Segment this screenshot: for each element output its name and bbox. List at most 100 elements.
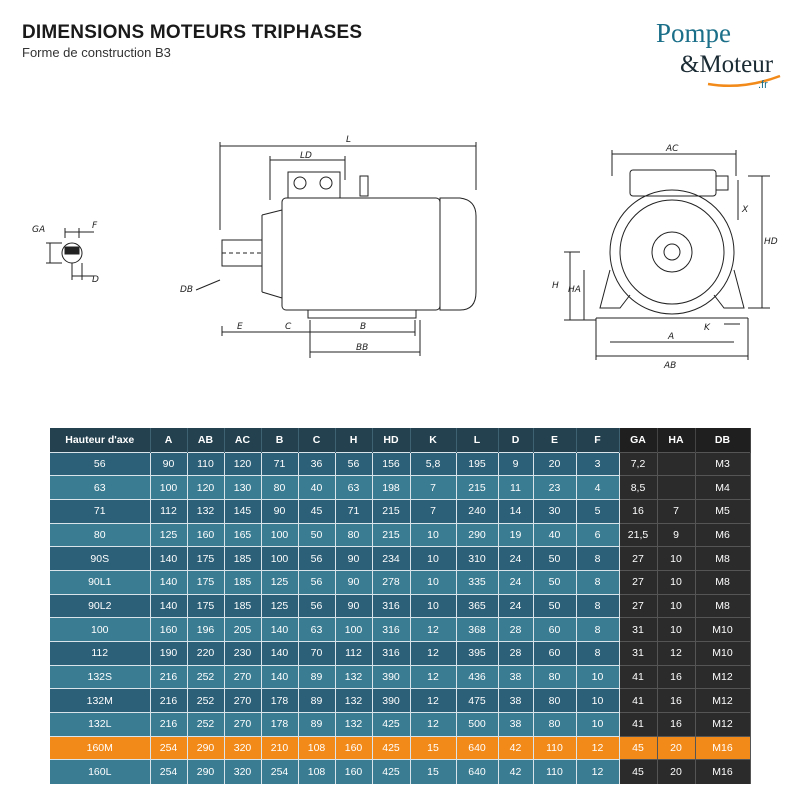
table-cell: 90: [261, 498, 299, 524]
column-header: B: [261, 428, 299, 452]
axis-height-cell: 160M: [50, 735, 151, 760]
axis-height-cell: 132M: [50, 688, 151, 713]
table-cell: 28: [498, 617, 534, 642]
table-cell: 140: [150, 546, 188, 571]
motor-technical-drawing: GA F D L LD DB E C B BB AC X HD H HA A K…: [0, 120, 800, 410]
table-cell: 12: [576, 735, 620, 760]
table-cell: 20: [657, 735, 696, 760]
label-c: C: [285, 322, 292, 332]
table-cell: M4: [695, 475, 751, 500]
table-cell: 41: [619, 712, 658, 737]
table-cell: 10: [576, 712, 620, 737]
table-cell: 130: [224, 475, 262, 500]
table-cell: 7: [410, 475, 457, 500]
table-cell: 8: [576, 617, 620, 642]
table-cell: 12: [410, 712, 457, 737]
table-cell: 252: [187, 664, 225, 689]
drawing-svg: GA F D L LD DB E C B BB AC X HD H HA A K…: [32, 135, 778, 371]
table-cell: 215: [456, 475, 499, 500]
table-cell: 198: [372, 475, 411, 500]
table-cell: 132: [187, 498, 225, 524]
label-b: B: [360, 322, 366, 332]
table-cell: 80: [261, 475, 299, 500]
axis-height-cell: 90L2: [50, 593, 151, 618]
table-cell: 80: [533, 688, 577, 713]
table-cell: 215: [372, 498, 411, 524]
logo-suffix: .fr: [758, 79, 768, 91]
axis-height-cell: 90L1: [50, 569, 151, 595]
table-cell: 7: [657, 498, 696, 524]
table-cell: 185: [224, 569, 262, 595]
column-header: L: [456, 428, 499, 452]
table-cell: 112: [150, 498, 188, 524]
table-cell: 640: [456, 735, 499, 760]
label-ab: AB: [663, 361, 676, 371]
table-cell: M10: [695, 641, 751, 666]
table-cell: 320: [224, 759, 262, 784]
table-cell: 20: [657, 759, 696, 784]
table-cell: 9: [657, 522, 696, 547]
table-cell: 216: [150, 712, 188, 737]
column-header: K: [410, 428, 457, 452]
table-cell: 140: [261, 617, 299, 642]
table-cell: 45: [298, 498, 336, 524]
table-cell: 215: [372, 522, 411, 547]
table-cell: 7,2: [619, 451, 658, 476]
table-cell: 120: [187, 475, 225, 500]
table-cell: 19: [498, 522, 534, 547]
table-cell: 8: [576, 546, 620, 571]
table-cell: 290: [187, 735, 225, 760]
table-cell: 178: [261, 688, 299, 713]
table-cell: 4: [576, 475, 620, 500]
table-cell: 63: [298, 617, 336, 642]
column-header: AC: [224, 428, 262, 452]
column-header: A: [150, 428, 188, 452]
table-cell: 120: [224, 451, 262, 476]
label-h: H: [552, 281, 559, 291]
table-cell: 12: [657, 641, 696, 666]
table-cell: 436: [456, 664, 499, 689]
table-cell: 21,5: [619, 522, 658, 547]
table-cell: 190: [150, 641, 188, 666]
brand-logo[interactable]: Pompe &Moteur .fr: [648, 14, 788, 94]
table-cell: 42: [498, 759, 534, 784]
table-cell: 5,8: [410, 451, 457, 476]
table-cell: 160: [187, 522, 225, 547]
motor-front-view: [564, 150, 770, 360]
table-cell: 63: [335, 475, 373, 500]
column-header: F: [576, 428, 620, 452]
table-cell: 27: [619, 546, 658, 571]
table-cell: 38: [498, 712, 534, 737]
table-cell: 125: [261, 593, 299, 618]
table-cell: 310: [456, 546, 499, 571]
table-cell: M16: [695, 759, 751, 784]
table-cell: 60: [533, 641, 577, 666]
table-cell: 100: [261, 546, 299, 571]
table-cell: 24: [498, 569, 534, 595]
table-cell: 290: [187, 759, 225, 784]
table-cell: 12: [410, 664, 457, 689]
label-hd: HD: [764, 237, 778, 247]
table-cell: 10: [576, 688, 620, 713]
axis-height-cell: 56: [50, 451, 151, 476]
table-cell: 16: [657, 688, 696, 713]
table-cell: 89: [298, 712, 336, 737]
table-cell: 156: [372, 451, 411, 476]
table-cell: M3: [695, 451, 751, 476]
table-cell: 395: [456, 641, 499, 666]
table-cell: 80: [335, 522, 373, 547]
table-cell: 27: [619, 593, 658, 618]
table-cell: 42: [498, 735, 534, 760]
table-cell: 89: [298, 664, 336, 689]
table-cell: 8: [576, 593, 620, 618]
table-cell: 205: [224, 617, 262, 642]
